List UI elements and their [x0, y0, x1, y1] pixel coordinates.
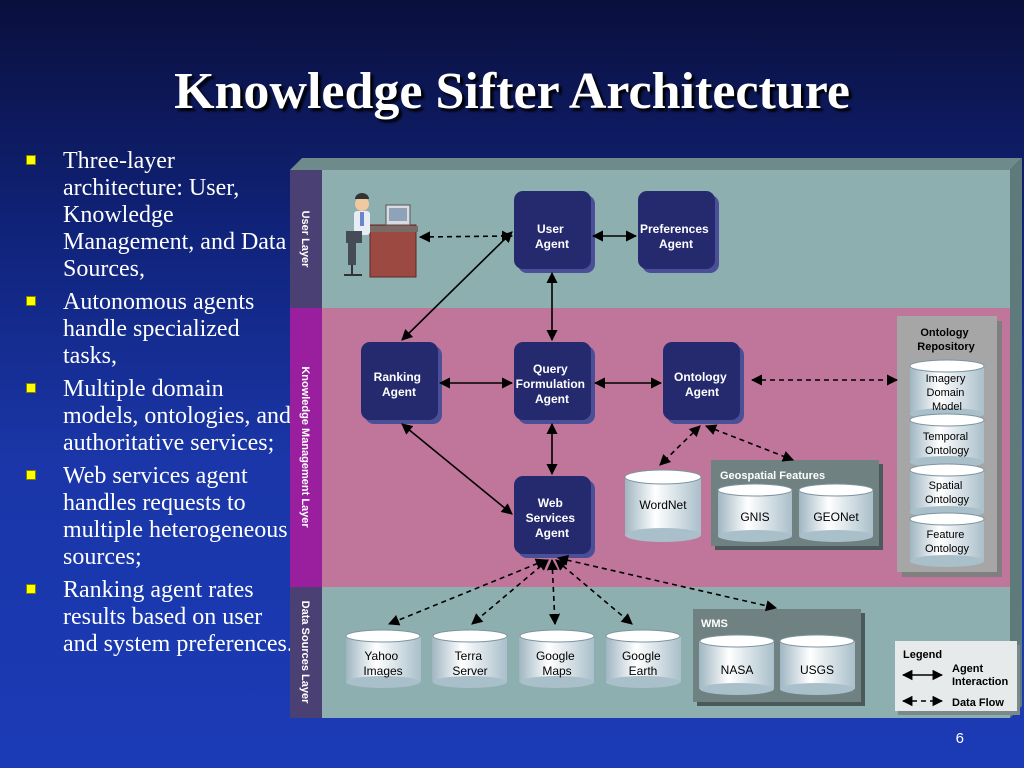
- svg-text:Legend: Legend: [903, 649, 942, 661]
- svg-text:WMS: WMS: [701, 618, 728, 630]
- bullet-marker-icon: [26, 155, 36, 165]
- flow-ontology-wordnet: [659, 425, 701, 466]
- bullet-item: Autonomous agents handle specialized tas…: [26, 289, 294, 370]
- ontology-agent: Ontology Agent: [663, 342, 744, 424]
- data-source-google-maps: Google Maps: [519, 629, 595, 688]
- ontology-cylinder: Feature Ontology: [909, 512, 985, 567]
- data-source-yahoo-images: Yahoo Images: [345, 629, 421, 688]
- bullet-marker-icon: [26, 584, 36, 594]
- svg-text:Google Maps: Google Maps: [536, 649, 578, 678]
- web-services-agent: Web Services Agent: [514, 476, 595, 558]
- geonet-cylinder: GEONet: [798, 483, 874, 542]
- ranking-agent: Ranking Agent: [361, 342, 442, 424]
- ontology-cylinder: Imagery Domain Model: [909, 359, 985, 420]
- bullet-item: Three-layer architecture: User, Knowledg…: [26, 148, 294, 283]
- svg-text:USGS: USGS: [800, 663, 834, 677]
- geospatial-features-group: Geospatial Features GNIS GEONet: [711, 460, 883, 550]
- svg-text:Imagery Domain: Imagery Domain Model: [926, 373, 969, 413]
- svg-text:Feature Ontology: Feature Ontology: [925, 529, 970, 555]
- data-flow-arrows: [387, 230, 899, 626]
- flow-web-gmaps: [546, 558, 561, 626]
- svg-text:Temporal Ontology: Temporal Ontology: [923, 431, 971, 457]
- ontology-cylinder: Spatial Ontology: [909, 463, 985, 518]
- svg-text:NASA: NASA: [721, 663, 754, 677]
- svg-text:WordNet: WordNet: [639, 498, 687, 512]
- svg-text:Yahoo Images: Yahoo Images: [363, 649, 402, 678]
- query-formulation-agent: Query Formulation Agent: [514, 342, 595, 424]
- wms-group: WMS NASA USGS: [693, 609, 865, 706]
- slide-title: Knowledge Sifter Architecture: [174, 63, 850, 120]
- arrow-ranking-web: [401, 423, 513, 515]
- preferences-agent: Preferences Agent: [638, 191, 719, 273]
- svg-text:Ranking Agent: Ranking Agent: [374, 370, 425, 399]
- svg-text:Query Formulation: Query Formulation Agent: [516, 362, 589, 406]
- svg-text:Google Earth: Google Earth: [622, 649, 664, 678]
- page-number: 6: [955, 730, 964, 747]
- wordnet-cylinder: WordNet: [624, 469, 702, 542]
- flow-user-useragent: [418, 230, 514, 243]
- ontology-repository: Ontology Repository Imagery Domain Model…: [897, 316, 1002, 577]
- bullet-item: Web services agent handles requests to m…: [26, 463, 294, 571]
- svg-text:GNIS: GNIS: [740, 510, 769, 524]
- svg-text:Terra Server: Terra Server: [452, 649, 487, 678]
- arrow-user-ranking: [401, 231, 513, 341]
- legend: Legend Agent Interaction Data Flow: [895, 641, 1020, 715]
- data-layer-label: Data Sources Layer: [299, 601, 311, 704]
- connector-arrows: [401, 230, 663, 515]
- bullet-marker-icon: [26, 296, 36, 306]
- svg-text:User Agent: User Agent: [535, 222, 569, 251]
- svg-text:Web Services Agent: Web Services Agent: [526, 496, 579, 540]
- bullet-item: Multiple domain models, ontologies, and …: [26, 376, 294, 457]
- svg-text:Data Flow: Data Flow: [952, 697, 1004, 709]
- svg-text:Geospatial Features: Geospatial Features: [720, 470, 825, 482]
- flow-ontology-geo: [704, 424, 795, 462]
- svg-text:Preferences Agent: Preferences Agent: [640, 222, 712, 251]
- gnis-cylinder: GNIS: [717, 483, 793, 542]
- bullet-marker-icon: [26, 470, 36, 480]
- flow-web-terra: [471, 559, 549, 625]
- bullet-list: Three-layer architecture: User, Knowledg…: [26, 148, 294, 664]
- ontology-cylinder: Temporal Ontology: [909, 413, 985, 468]
- svg-text:Ontology Repository: Ontology Repository: [917, 327, 975, 353]
- svg-text:Spatial Ontology: Spatial Ontology: [925, 480, 970, 506]
- bullet-item: Ranking agent rates results based on use…: [26, 577, 294, 658]
- usgs-cylinder: USGS: [779, 634, 855, 695]
- nasa-cylinder: NASA: [699, 634, 775, 695]
- data-source-google-earth: Google Earth: [605, 629, 681, 688]
- flow-web-wms: [556, 554, 778, 612]
- user-agent: User Agent: [514, 191, 595, 273]
- svg-text:Agent Interaction: Agent Interaction: [952, 663, 1009, 688]
- svg-text:GEONet: GEONet: [813, 510, 859, 524]
- user-layer-label: User Layer: [299, 211, 311, 269]
- bullet-marker-icon: [26, 383, 36, 393]
- knowledge-layer-label: Knowledge Management Layer: [299, 366, 311, 528]
- svg-text:Ontology Agent: Ontology Agent: [674, 370, 730, 399]
- data-source-terra-server: Terra Server: [432, 629, 508, 688]
